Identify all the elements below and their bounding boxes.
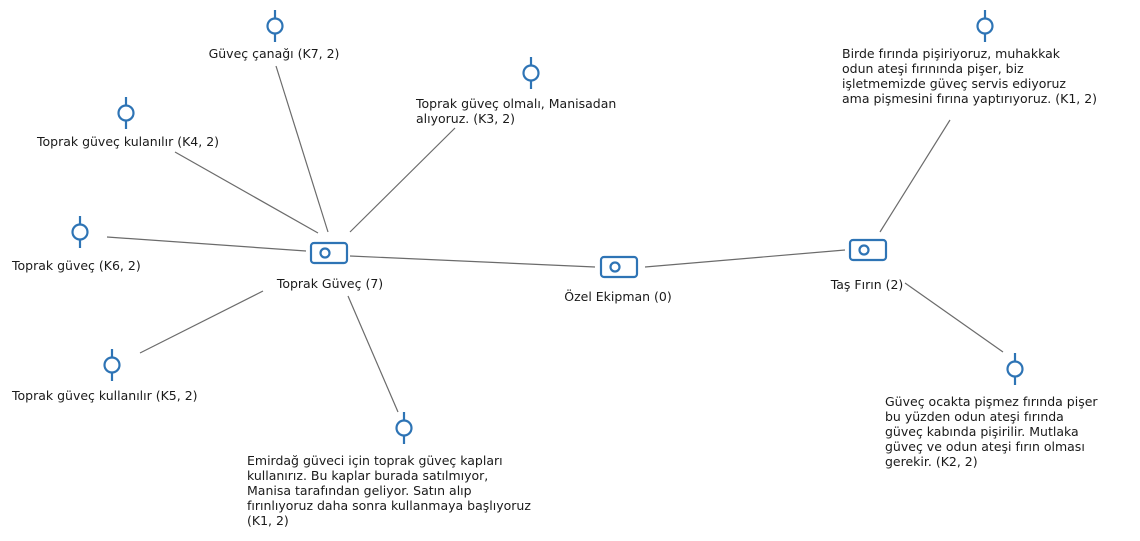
edge-tas-k1b <box>879 119 951 233</box>
quote-label-k6: Toprak güveç (K6, 2) <box>12 258 141 273</box>
quote-node-k5[interactable] <box>103 349 121 381</box>
quote-node-k1a[interactable] <box>395 412 413 444</box>
quotation-pin-icon <box>103 349 121 381</box>
edge-toprak-k1a <box>347 295 399 413</box>
edge-tas-ozel <box>644 249 846 268</box>
edge-toprak-ozel <box>349 255 596 268</box>
quote-node-k1b[interactable] <box>976 10 994 42</box>
quotation-pin-icon <box>71 216 89 248</box>
quotation-pin-icon <box>522 57 540 89</box>
code-label-tas: Taş Fırın (2) <box>830 277 904 292</box>
code-node-toprak[interactable] <box>309 241 349 265</box>
quotation-pin-icon <box>395 412 413 444</box>
quote-label-k7: Güveç çanağı (K7, 2) <box>208 46 340 61</box>
edges <box>106 65 1004 413</box>
quote-label-k4: Toprak güveç kulanılır (K4, 2) <box>36 134 220 149</box>
quote-node-k3[interactable] <box>522 57 540 89</box>
quotation-pin-icon <box>976 10 994 42</box>
code-tag-icon <box>599 255 639 279</box>
quotation-pin-icon <box>266 10 284 42</box>
code-tag-icon <box>848 238 888 262</box>
edge-toprak-k7 <box>275 65 329 233</box>
quote-node-k7[interactable] <box>266 10 284 42</box>
edge-toprak-k6 <box>106 236 307 252</box>
quote-label-k1a: Emirdağ güveci için toprak güveç kapları… <box>247 453 531 528</box>
code-node-tas[interactable] <box>848 238 888 262</box>
code-node-ozel[interactable] <box>599 255 639 279</box>
quote-node-k2[interactable] <box>1006 353 1024 385</box>
quote-node-k4[interactable] <box>117 97 135 129</box>
quote-label-k1b: Birde fırında pişiriyoruz, muhakkak odun… <box>842 46 1098 106</box>
quote-node-k6[interactable] <box>71 216 89 248</box>
edge-toprak-k5 <box>139 290 264 354</box>
edge-tas-k2 <box>904 282 1004 353</box>
quote-label-k3: Toprak güveç olmalı, Manisadan alıyoruz.… <box>416 96 617 126</box>
edge-toprak-k4 <box>174 151 319 234</box>
quote-label-k2: Güveç ocakta pişmez fırında pişer bu yüz… <box>885 394 1098 469</box>
quotation-pin-icon <box>117 97 135 129</box>
quote-label-k5: Toprak güveç kullanılır (K5, 2) <box>12 388 198 403</box>
quotation-pin-icon <box>1006 353 1024 385</box>
edge-toprak-k3 <box>349 127 456 233</box>
code-label-ozel: Özel Ekipman (0) <box>564 289 672 304</box>
code-label-toprak: Toprak Güveç (7) <box>276 276 384 291</box>
code-tag-icon <box>309 241 349 265</box>
